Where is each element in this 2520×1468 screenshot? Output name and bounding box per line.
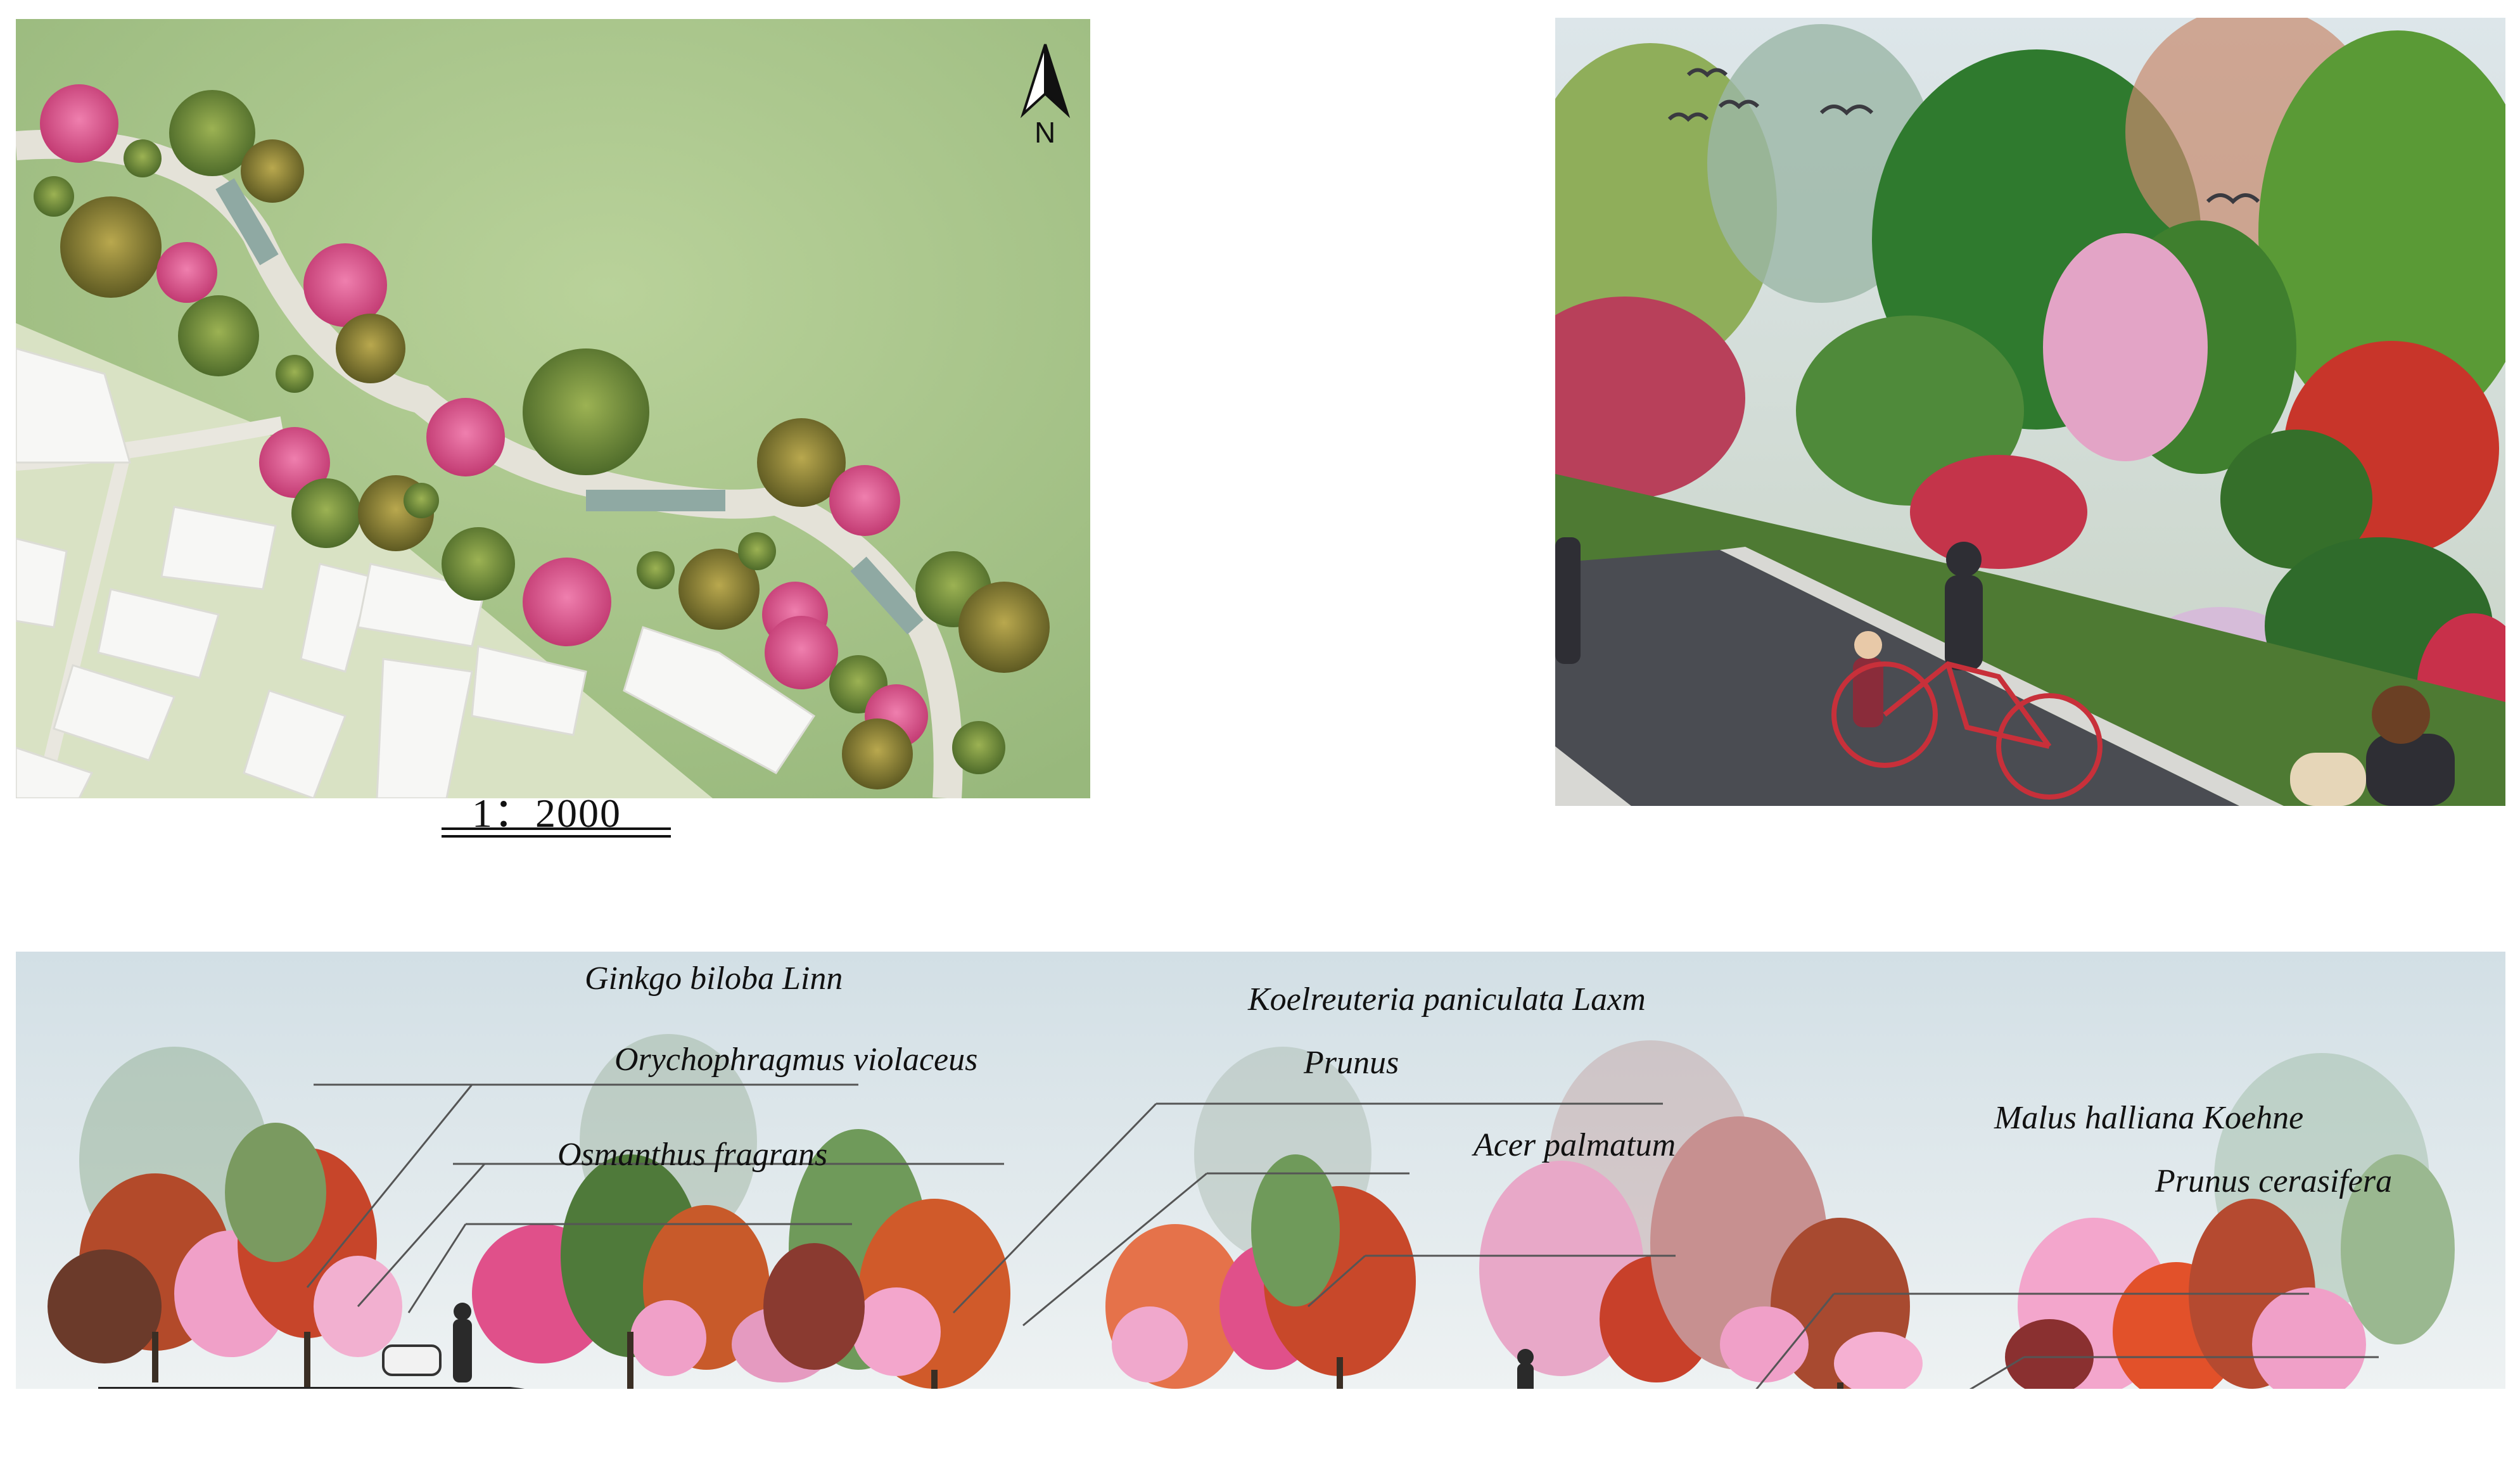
- label-ginkgo-biloba: Ginkgo biloba Linn: [585, 961, 843, 997]
- scale-label: 1：2000: [472, 791, 621, 836]
- section-drawing: [16, 952, 2505, 1389]
- site-plan-drawing: [16, 19, 1090, 798]
- perspective-rendering: [1555, 18, 2505, 806]
- label-prunus: Prunus: [1304, 1045, 1399, 1081]
- scale-underline-2: [442, 835, 671, 838]
- north-arrow-icon: [1020, 44, 1071, 118]
- north-label: N: [1034, 116, 1056, 149]
- label-acer-palmatum: Acer palmatum: [1473, 1127, 1676, 1163]
- perspective-scene: [1555, 18, 2505, 806]
- label-orychophragmus-violaceus: Orychophragmus violaceus: [614, 1042, 978, 1078]
- section-elevation: [16, 952, 2505, 1389]
- plan-trees: [34, 84, 1050, 789]
- label-prunus-cerasifera: Prunus cerasifera: [2155, 1163, 2393, 1199]
- scale-underline-1: [442, 827, 671, 830]
- section-trees: [48, 1116, 2455, 1389]
- site-plan: N: [16, 19, 1090, 798]
- label-malus-halliana: Malus halliana Koehne: [1994, 1100, 2304, 1136]
- label-koelreuteria-paniculata: Koelreuteria paniculata Laxm: [1248, 981, 1646, 1018]
- label-osmanthus-fragrans: Osmanthus fragrans: [557, 1137, 828, 1173]
